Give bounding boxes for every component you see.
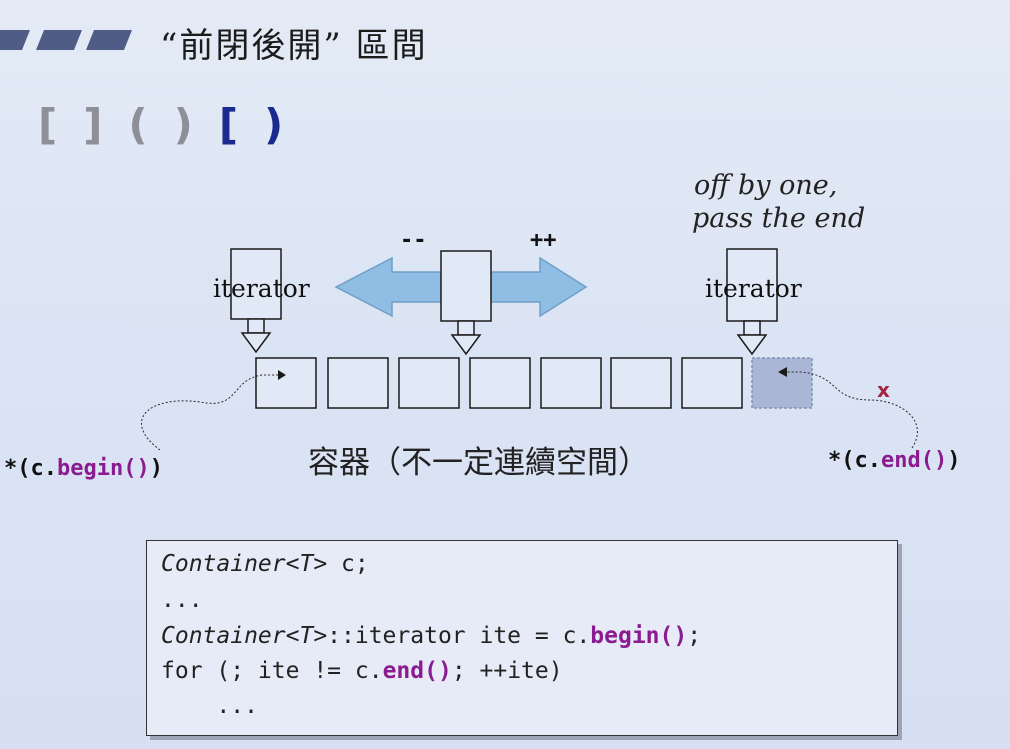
container-label: 容器（不一定連續空間） (308, 445, 649, 481)
cell-7 (681, 357, 743, 409)
increment-operator: ++ (530, 228, 557, 253)
bracket-halfopen-left: [ (218, 100, 239, 149)
end-suffix: ) (947, 448, 961, 473)
interval-brackets: [] () [) (38, 100, 309, 149)
bracket-closed-open: [ (38, 100, 58, 149)
begin-method: begin() (56, 456, 150, 481)
past-end-cell (751, 357, 813, 409)
note-line-1: off by one, (694, 170, 838, 201)
iterator-label-left: iterator (213, 274, 310, 303)
invalid-x-mark: x (877, 378, 890, 402)
iterator-left (230, 248, 282, 354)
decrement-operator: -- (400, 228, 427, 253)
code-line-2: ... (161, 587, 203, 613)
note-line-2: pass the end (692, 203, 866, 234)
begin-prefix: *(c. (4, 456, 57, 481)
iterator-right (726, 248, 778, 356)
code-line-5: ... (161, 693, 258, 719)
code-block: Container<T> c; ... Container<T>::iterat… (146, 540, 898, 736)
begin-expression: *(c.begin()) (4, 456, 163, 481)
header-bars (0, 30, 132, 50)
code-line-4: for (; ite != c.end(); ++ite) (161, 658, 563, 684)
bracket-open-open: ( (128, 100, 148, 149)
end-method: end() (880, 448, 948, 473)
bracket-open-close: ) (173, 100, 193, 149)
begin-suffix: ) (149, 456, 163, 481)
end-connector (784, 371, 918, 449)
cell-1 (255, 357, 317, 409)
bracket-closed-close: ] (83, 100, 103, 149)
iterator-label-right: iterator (705, 274, 802, 303)
iterator-middle (440, 250, 492, 356)
page-title: “前閉後開” 區間 (160, 26, 428, 66)
bracket-halfopen-right: ) (264, 100, 284, 149)
cell-6 (610, 357, 672, 409)
end-prefix: *(c. (828, 448, 881, 473)
code-line-3: Container<T>::iterator ite = c.begin(); (161, 623, 702, 649)
cell-2 (327, 357, 389, 409)
container-cells (255, 357, 743, 409)
cell-3 (398, 357, 460, 409)
end-expression: *(c.end()) (828, 448, 960, 473)
cell-4 (469, 357, 531, 409)
cell-5 (540, 357, 602, 409)
code-line-1: Container<T> c; (161, 551, 369, 577)
begin-connector (140, 374, 282, 451)
